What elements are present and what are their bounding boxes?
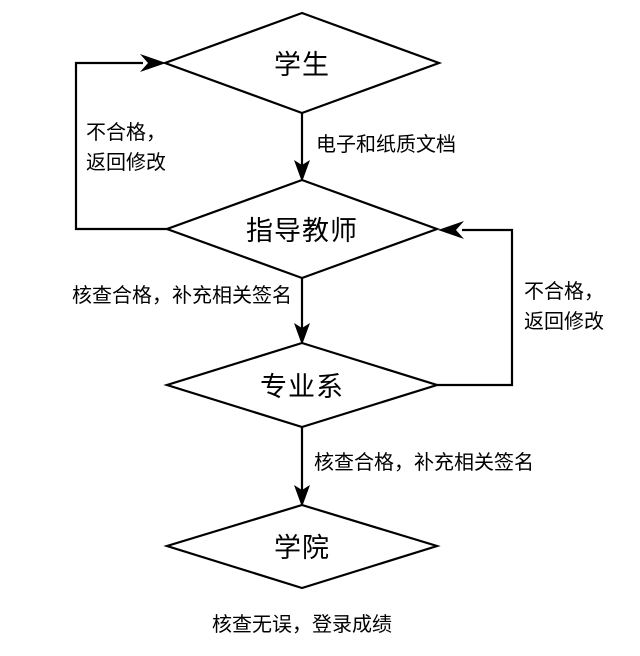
node-department-label: 专业系 [260,372,344,402]
edge-college-outcome: 核查无误，登录成绩 [212,613,392,636]
node-student-shape[interactable] [161,11,443,115]
edge-department-back-to-supervisor: 不合格， 返回修改 [437,221,604,387]
edge-label-department-back-to-supervisor-line2: 返回修改 [524,310,604,333]
node-college-label: 学院 [274,533,330,563]
edge-label-supervisor-back-to-student-line1: 不合格， [86,121,166,144]
edge-line [74,61,168,231]
edge-student-to-supervisor: 电子和纸质文档 [294,113,456,182]
node-department[interactable]: 专业系 [163,341,441,429]
edge-supervisor-to-department: 核查合格，补充相关签名 [72,278,310,345]
node-supervisor-label: 指导教师 [246,216,358,246]
arrow-head-icon [294,485,310,507]
edge-department-to-college: 核查合格，补充相关签名 [294,427,534,507]
node-department-shape[interactable] [163,341,441,429]
arrow-head-icon [438,221,464,239]
arrow-head-icon [140,54,166,72]
edge-label-supervisor-back-to-student-line2: 返回修改 [86,151,166,174]
arrow-head-icon [294,323,310,345]
node-college-shape[interactable] [163,503,441,590]
node-college[interactable]: 学院 [163,503,441,590]
node-supervisor[interactable]: 指导教师 [163,178,441,280]
edge-label-college-outcome: 核查无误，登录成绩 [212,613,392,636]
node-supervisor-shape[interactable] [163,178,441,280]
arrow-head-icon [294,160,310,182]
edge-label-supervisor-to-department: 核查合格，补充相关签名 [72,284,292,307]
node-student[interactable]: 学生 [161,11,443,115]
edge-line [437,228,514,387]
edge-label-department-to-college: 核查合格，补充相关签名 [314,451,534,474]
edge-label-student-to-supervisor: 电子和纸质文档 [316,133,456,156]
node-student-label: 学生 [274,50,330,80]
edge-label-department-back-to-supervisor-line1: 不合格， [524,280,604,303]
edge-supervisor-back-to-student: 不合格， 返回修改 [74,54,168,231]
